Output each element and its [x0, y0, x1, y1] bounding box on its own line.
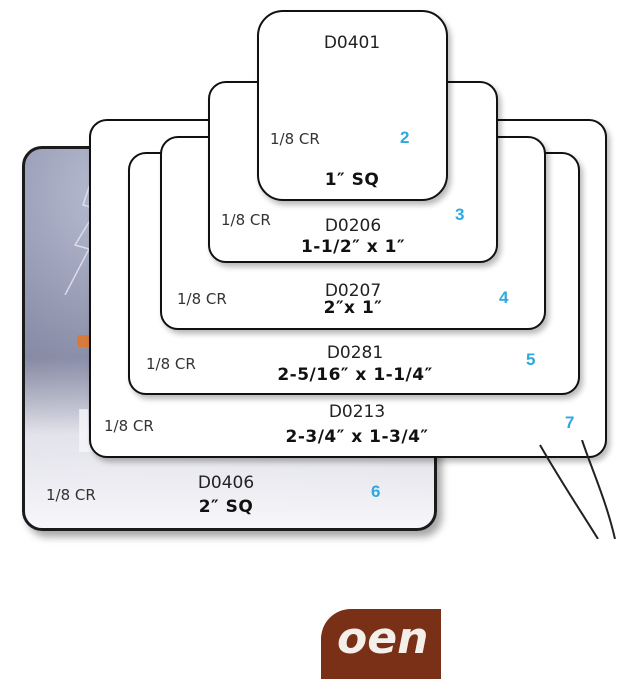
card-d0401-code: D0401 — [324, 33, 380, 53]
card-d0207-corner: 1/8 CR — [177, 290, 227, 308]
card-d0213-code: D0213 — [329, 402, 385, 422]
card-d0206-corner: 1/8 CR — [221, 211, 271, 229]
card-d0281-size: 2-5/16″ x 1-1/4″ — [277, 365, 432, 385]
card-d0207-number: 4 — [499, 288, 508, 308]
card-d0281-corner: 1/8 CR — [146, 355, 196, 373]
card-d0281-number: 5 — [526, 350, 535, 370]
card-d0213-size: 2-3/4″ x 1-3/4″ — [286, 427, 429, 447]
die-size-diagram: L oen D0401 1/8 CR 2 1″ SQ 1/8 CR D0206 … — [0, 0, 621, 539]
card-d0206-number: 3 — [455, 205, 464, 225]
brand-logo: oen — [321, 609, 441, 679]
card-d0401-number: 2 — [400, 128, 409, 148]
card-d0207-size: 2″x 1″ — [324, 298, 383, 318]
card-d0406-size: 2″ SQ — [199, 497, 254, 517]
card-d0406-code: D0406 — [198, 473, 254, 493]
card-d0206-code: D0206 — [325, 216, 381, 236]
card-d0281-code: D0281 — [327, 343, 383, 363]
card-d0206-size: 1-1/2″ x 1″ — [301, 237, 405, 257]
card-d0213-number: 7 — [565, 413, 574, 433]
card-d0213-corner: 1/8 CR — [104, 417, 154, 435]
card-d0406-corner: 1/8 CR — [46, 486, 96, 504]
card-d0401-size: 1″ SQ — [325, 170, 380, 190]
card-d0401-corner: 1/8 CR — [270, 130, 320, 148]
decorative-swoosh — [520, 440, 620, 539]
card-d0406-number: 6 — [371, 482, 380, 502]
